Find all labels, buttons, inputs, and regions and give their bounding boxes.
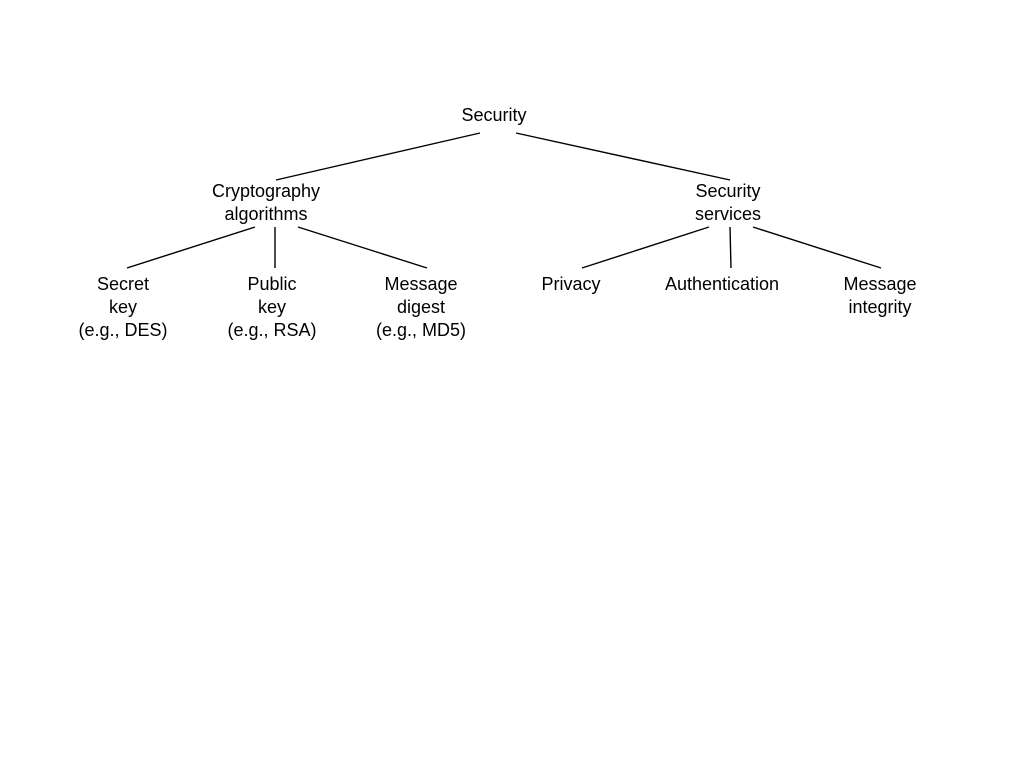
edge-services-authentication bbox=[729, 226, 732, 269]
node-authentication-label: Authentication bbox=[664, 274, 780, 294]
node-security: Security bbox=[461, 104, 526, 127]
edge-services-message-integrity bbox=[752, 226, 882, 269]
edge-security-cryptography bbox=[275, 132, 481, 181]
node-secret-key-line2: key bbox=[108, 297, 137, 317]
node-public-key: Public key (e.g., RSA) bbox=[227, 273, 316, 342]
node-message-integrity: Message integrity bbox=[843, 273, 916, 319]
node-message-integrity-line2: integrity bbox=[848, 297, 912, 317]
node-services-line1: Security bbox=[695, 181, 761, 201]
edge-cryptography-message-digest bbox=[297, 226, 428, 269]
node-cryptography-line2: algorithms bbox=[224, 204, 308, 224]
edge-services-privacy bbox=[581, 226, 710, 269]
node-cryptography-algorithms: Cryptography algorithms bbox=[212, 180, 320, 226]
node-public-key-line3: (e.g., RSA) bbox=[227, 320, 317, 340]
node-security-services: Security services bbox=[695, 180, 761, 226]
node-privacy: Privacy bbox=[541, 273, 600, 296]
node-privacy-label: Privacy bbox=[541, 274, 601, 294]
edge-cryptography-secret-key bbox=[126, 226, 256, 269]
node-security-label: Security bbox=[461, 105, 527, 125]
node-secret-key-line1: Secret bbox=[96, 274, 150, 294]
node-secret-key: Secret key (e.g., DES) bbox=[78, 273, 167, 342]
node-message-digest-line3: (e.g., MD5) bbox=[375, 320, 467, 340]
node-public-key-line1: Public bbox=[247, 274, 297, 294]
node-services-line2: services bbox=[694, 204, 762, 224]
edge-security-services bbox=[515, 132, 731, 181]
node-message-digest-line1: Message bbox=[384, 274, 458, 294]
node-message-integrity-line1: Message bbox=[843, 274, 917, 294]
node-message-digest: Message digest (e.g., MD5) bbox=[376, 273, 466, 342]
node-message-digest-line2: digest bbox=[396, 297, 446, 317]
node-public-key-line2: key bbox=[257, 297, 286, 317]
node-secret-key-line3: (e.g., DES) bbox=[78, 320, 168, 340]
node-cryptography-line1: Cryptography bbox=[211, 181, 321, 201]
node-authentication: Authentication bbox=[665, 273, 779, 296]
